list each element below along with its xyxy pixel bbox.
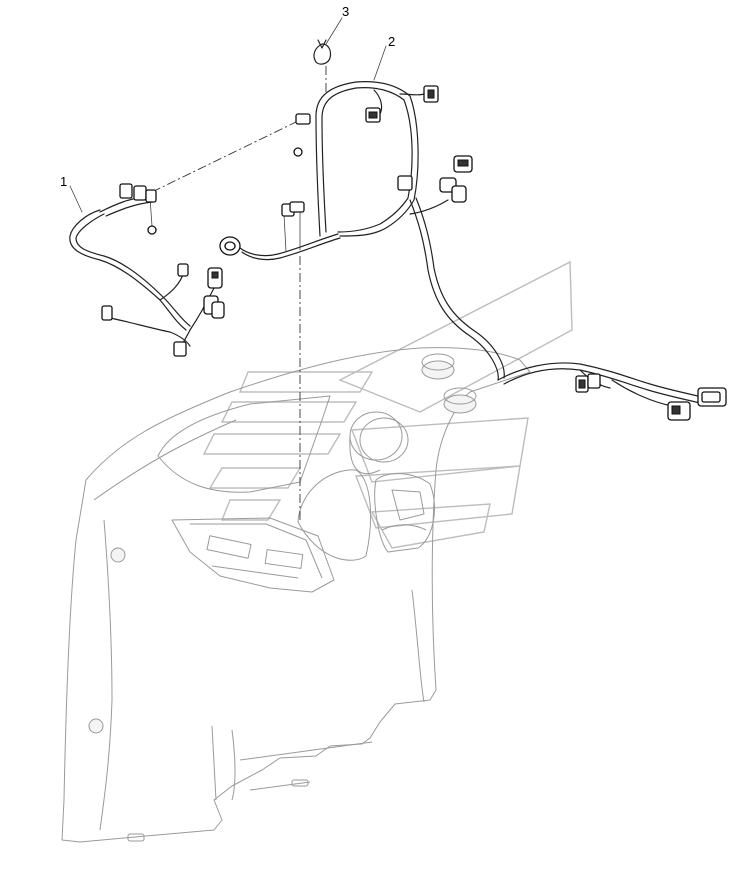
instrument-gauge bbox=[349, 411, 409, 475]
wiring-harness-2 bbox=[219, 81, 727, 421]
callout-1: 1 bbox=[60, 174, 83, 213]
cable-tie bbox=[313, 39, 332, 65]
display-housing bbox=[297, 469, 435, 561]
switch-console bbox=[171, 517, 335, 593]
callout-2: 2 bbox=[373, 34, 395, 81]
callout-label-3: 3 bbox=[342, 4, 349, 19]
callout-label-2: 2 bbox=[388, 34, 395, 49]
callout-3: 3 bbox=[325, 4, 349, 45]
wiring-harness-1 bbox=[69, 183, 225, 357]
cab-side-panel bbox=[61, 347, 531, 843]
watermark-logo bbox=[202, 260, 573, 549]
assembly-leader-lines bbox=[151, 66, 327, 520]
callout-label-1: 1 bbox=[60, 174, 67, 189]
